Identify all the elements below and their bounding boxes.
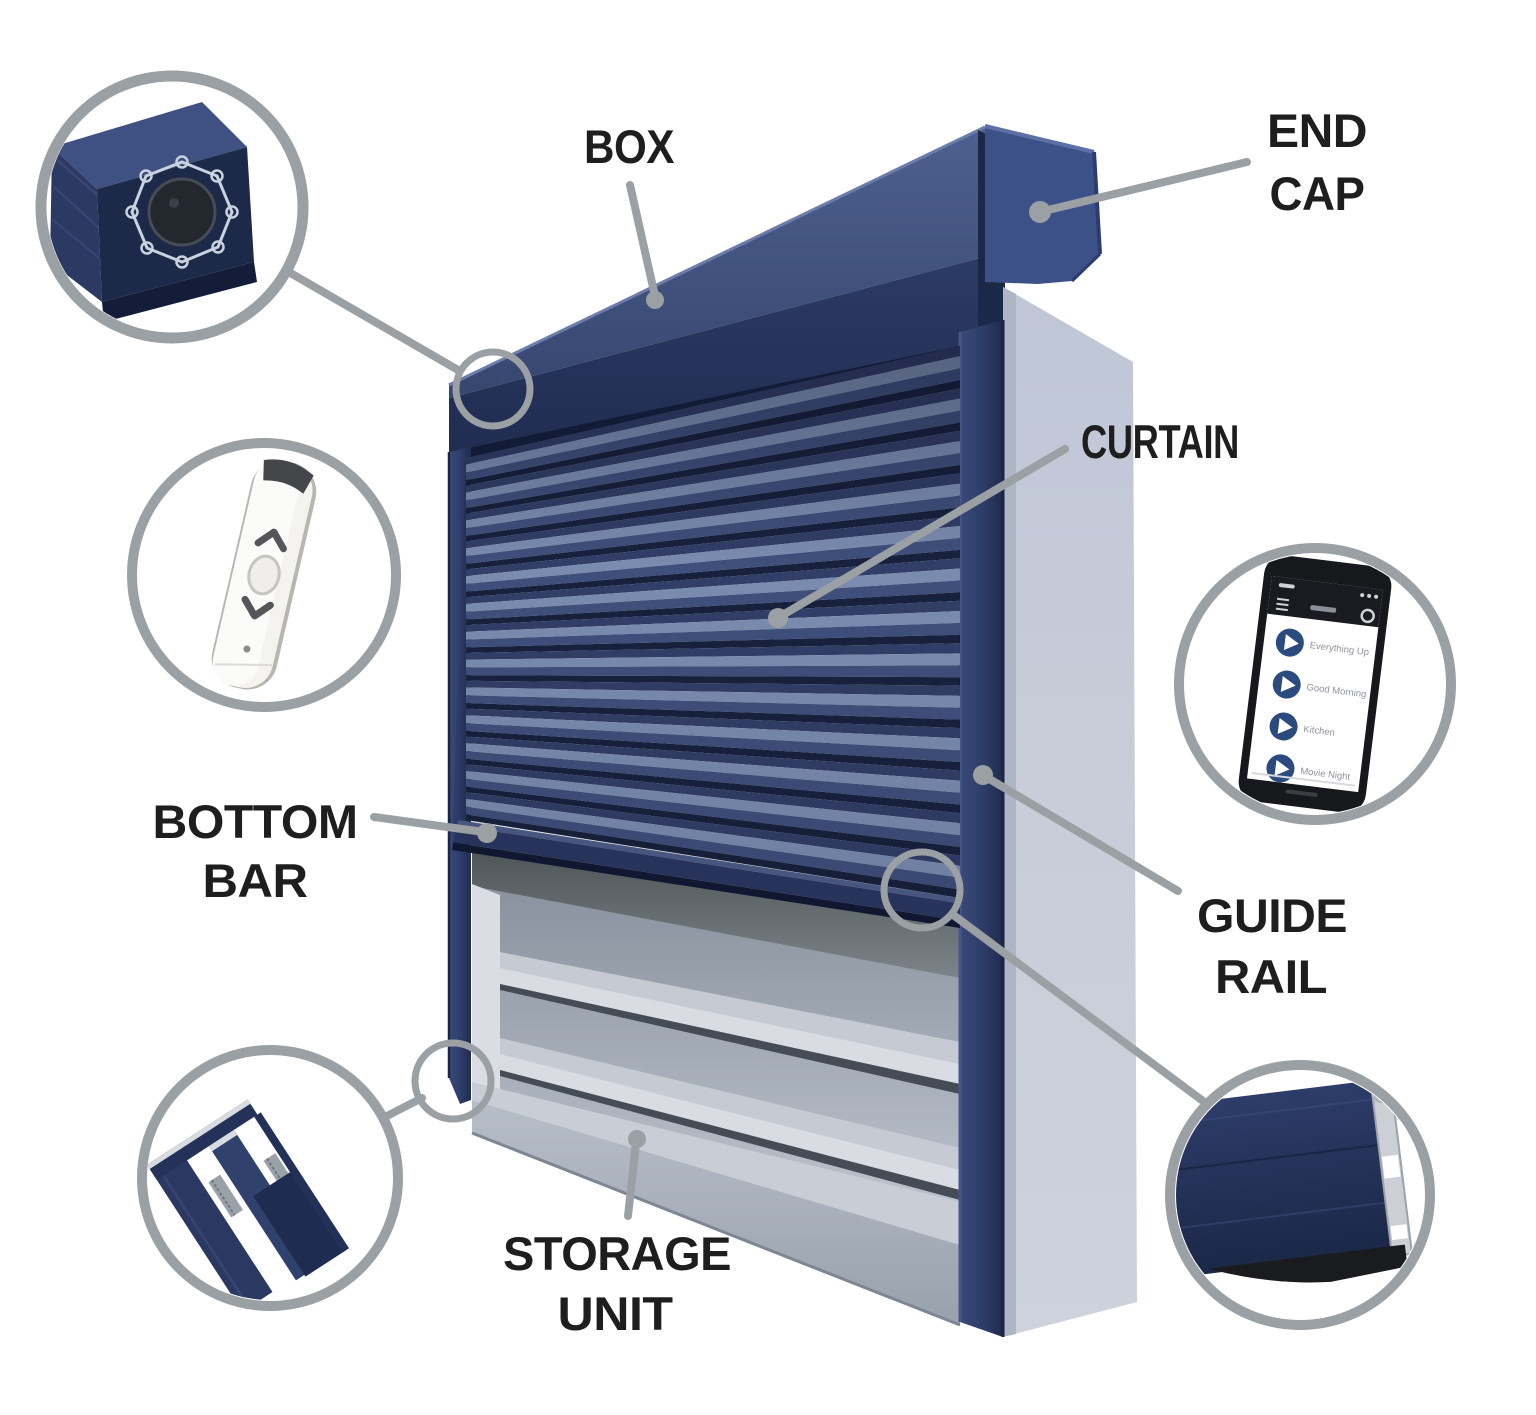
phone-gear-icon: [1360, 608, 1375, 624]
guide-rail-right: [958, 320, 1005, 1337]
label-end-cap-line2: CAP: [1270, 167, 1365, 220]
remote-top-cap: [263, 459, 314, 494]
interior-ceiling: [472, 850, 960, 978]
box-cross-section-art: [50, 102, 257, 322]
callout-remote-control: [127, 438, 401, 712]
callout-ring-smartphone: [1174, 543, 1456, 825]
zoom-target-bottom-bar: [880, 848, 964, 932]
label-storage-unit-line1: STORAGE: [503, 1227, 731, 1280]
callout-box-cross-section: [35, 70, 309, 344]
side-wall: [1003, 287, 1137, 1337]
label-box: BOX: [584, 120, 674, 173]
bottom-bar: [452, 820, 960, 928]
remote-down-icon: [241, 595, 274, 620]
callout-ring-remote: [127, 438, 401, 712]
callout-smartphone-app: Everything Up Good Morning Kitchen: [1174, 543, 1456, 825]
leader-line-bottom-bar: [370, 813, 488, 836]
axle-octagon-icon: [125, 155, 239, 269]
label-guide-rail-line2: RAIL: [1215, 950, 1327, 1003]
phone-time: [1278, 583, 1295, 589]
leader-line-end-cap: [1040, 158, 1251, 215]
box-top-edge-highlight: [448, 125, 986, 387]
storage-interior: [471, 850, 961, 1327]
label-end-cap-line1: END: [1267, 104, 1367, 157]
label-guide-rail-line1: GUIDE: [1197, 889, 1347, 942]
shelf-2: [500, 1038, 960, 1200]
smartphone-art: Everything Up Good Morning Kitchen: [1238, 555, 1392, 813]
play-icon: [1280, 676, 1296, 692]
magnifier-ring-box: [35, 70, 309, 344]
remote-control-art: [211, 459, 317, 690]
leader-dot-end-cap: [1029, 201, 1051, 223]
leader-dot-curtain: [768, 608, 788, 628]
callout-ring-guide-rail: [137, 1045, 403, 1311]
leader-dot-box: [646, 291, 664, 309]
connector-box-callout: [283, 267, 462, 374]
label-curtain: CURTAIN: [1081, 415, 1239, 468]
shutter-unit: [447, 124, 1137, 1337]
callout-guide-rail-profile: [137, 1045, 403, 1311]
leader-line-guide-rail: [982, 773, 1182, 895]
label-bottom-bar-line1: BOTTOM: [153, 795, 358, 848]
play-icon: [1274, 759, 1290, 776]
leader-line-storage-unit: [624, 1139, 640, 1220]
box-top-face: [449, 127, 1003, 398]
leader-line-curtain: [777, 445, 1069, 620]
play-icon: [1283, 634, 1299, 650]
label-storage-unit-line2: UNIT: [558, 1287, 674, 1340]
connector-bottom-bar-callout: [948, 910, 1211, 1108]
phone-menu-icon: [1275, 597, 1290, 612]
guide-rail-profile-art: [148, 1099, 350, 1300]
side-wall-left-shade: [1003, 287, 1016, 1337]
remote-led-dot: [243, 645, 251, 653]
box-front-face: [449, 252, 1003, 455]
zoom-targets: [411, 348, 964, 1123]
leader-dot-guide-rail: [973, 765, 993, 785]
rubber-seal: [1208, 1244, 1408, 1283]
zoom-target-guide-rail: [411, 1039, 495, 1123]
part-labels: BOX END CAP CURTAIN BOTTOM BAR GUIDE RAI…: [153, 104, 1368, 1340]
leader-line-box: [626, 181, 659, 300]
remote-up-icon: [254, 528, 287, 553]
leader-dot-storage-unit: [628, 1130, 646, 1148]
leader-dot-bottom-bar: [477, 823, 497, 843]
callout-ring-bottom-bar: [1165, 1060, 1435, 1330]
interior-left-wall: [472, 884, 500, 1100]
shelf-1: [500, 952, 960, 1094]
curtain-shading: [452, 346, 960, 928]
floor-board: [471, 1082, 961, 1327]
connector-guide-rail-callout: [379, 1094, 426, 1122]
play-icon: [1277, 717, 1293, 734]
phone-home-bar: [1285, 789, 1318, 797]
scene-row: Kitchen: [1269, 712, 1336, 741]
remote-my-button: [247, 554, 281, 596]
label-bottom-bar-line2: BAR: [203, 854, 308, 907]
phone-header-title: [1310, 605, 1337, 613]
callout-bottom-bar-profile: [1165, 1060, 1435, 1330]
leader-lines: [283, 158, 1251, 1220]
zoom-target-box: [452, 348, 534, 430]
scene-row-label[interactable]: Kitchen: [1303, 724, 1336, 739]
